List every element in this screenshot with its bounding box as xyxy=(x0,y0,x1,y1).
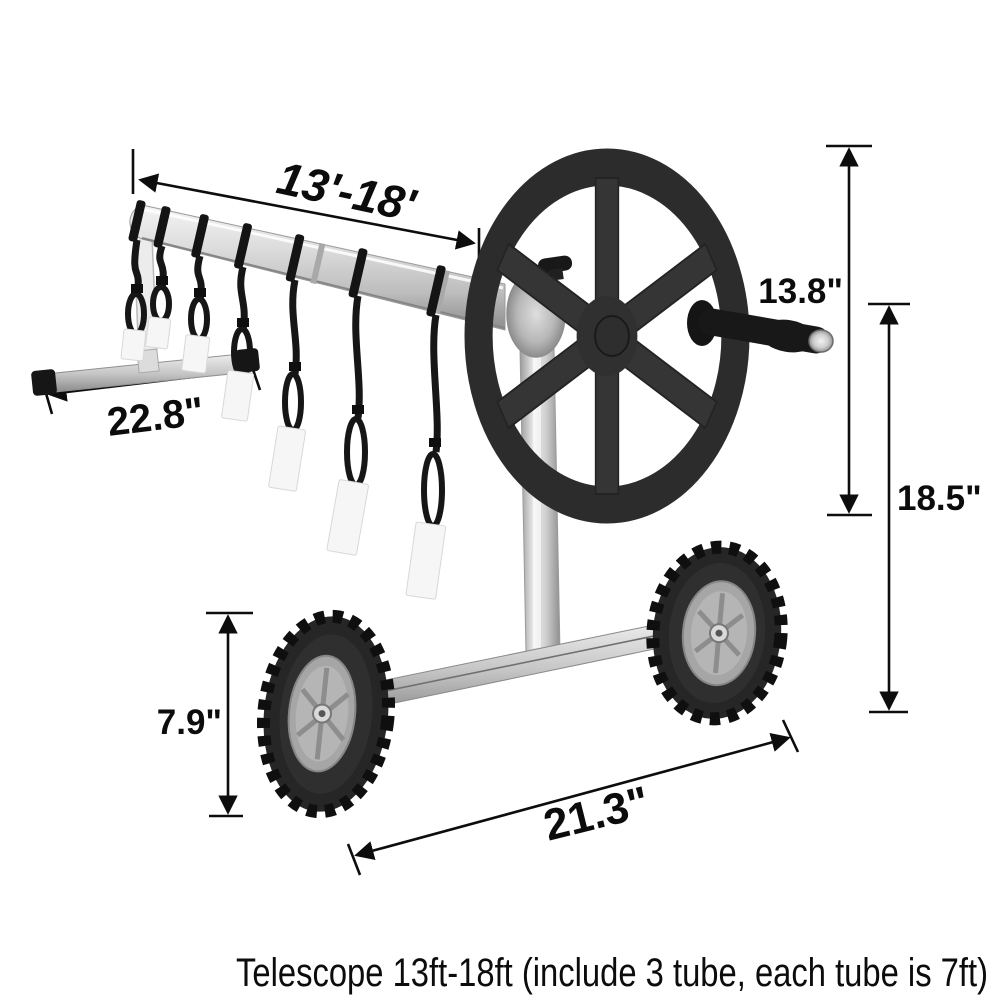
lock-knob xyxy=(538,255,573,274)
strap xyxy=(221,223,255,422)
dim-wheel-diameter: 7.9" xyxy=(157,611,253,818)
reel-tube xyxy=(129,204,506,331)
cover-straps xyxy=(120,200,447,600)
tube-joint-collar xyxy=(434,269,450,315)
strap xyxy=(120,200,147,362)
strap xyxy=(326,248,369,556)
strap xyxy=(145,206,172,350)
dim-base-length: 21.3" xyxy=(346,719,800,876)
right-wheel xyxy=(646,540,788,726)
strap xyxy=(268,234,307,492)
dim-frame-height: 18.5" xyxy=(868,302,982,714)
handle-grip xyxy=(760,319,816,353)
left-wheel xyxy=(256,609,396,819)
strap xyxy=(405,265,447,600)
dim-label-handle-height: 13.8" xyxy=(758,272,843,311)
caption: Telescope 13ft-18ft (include 3 tube, eac… xyxy=(236,951,988,995)
dim-label-frame-height: 18.5" xyxy=(897,479,982,518)
dim-label-wheel-diameter: 7.9" xyxy=(157,703,222,742)
dim-label-base-length: 21.3" xyxy=(539,777,654,850)
hub-center-cap xyxy=(594,315,630,357)
crank-handle xyxy=(687,300,834,354)
strap xyxy=(181,214,211,374)
handle-end-cap xyxy=(808,329,834,353)
tube-joint-collar xyxy=(310,242,326,285)
dim-label-tbar-width: 22.8" xyxy=(105,389,206,444)
dim-handle-height: 13.8" xyxy=(758,144,872,517)
t-bar-end-cap-left xyxy=(31,369,57,396)
